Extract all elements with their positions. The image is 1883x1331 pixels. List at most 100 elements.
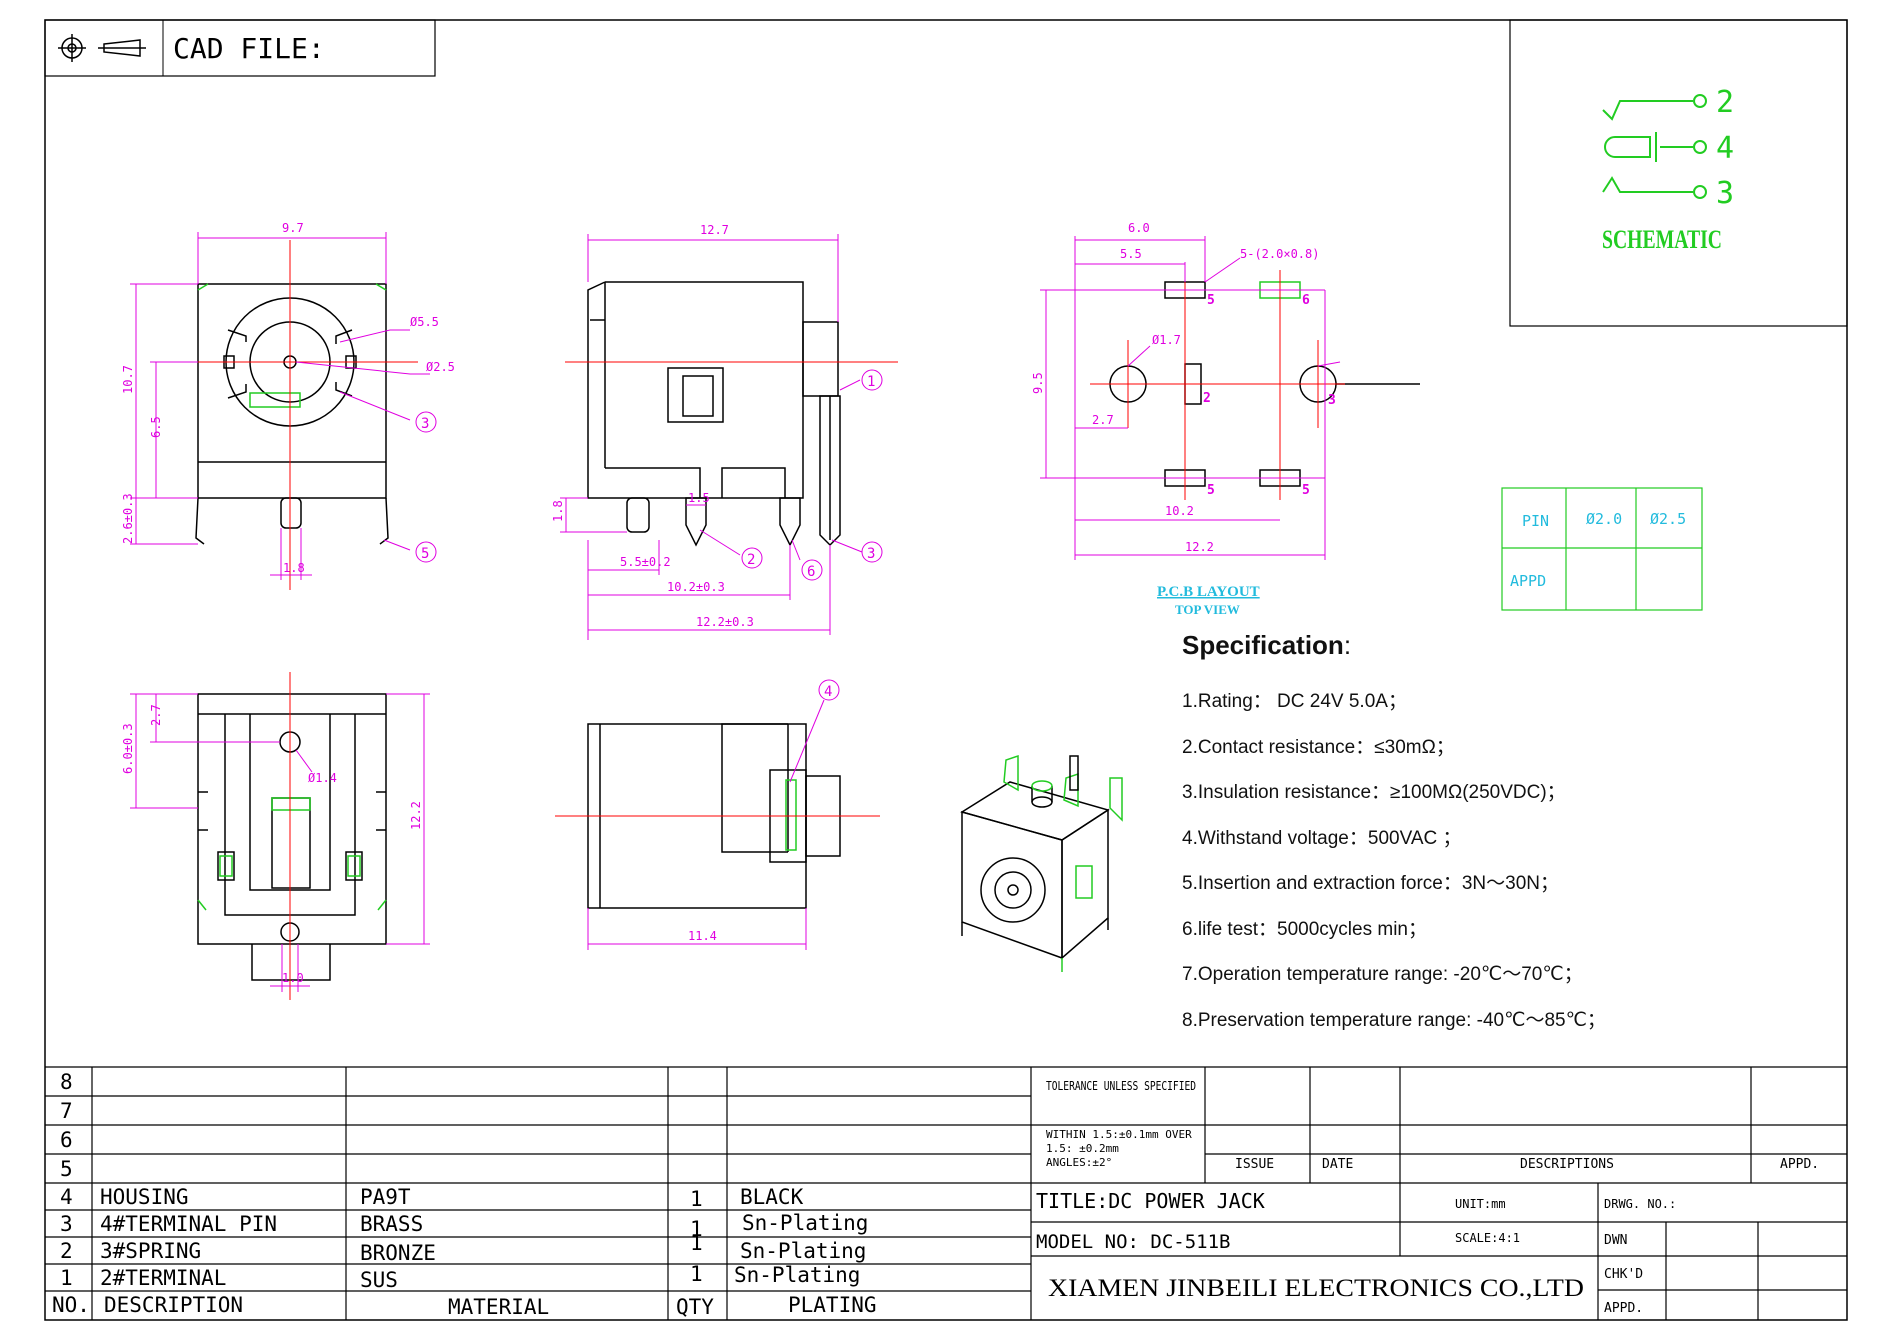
drawing-title: TITLE:DC POWER JACK [1036, 1189, 1265, 1213]
bottom-view [197, 693, 387, 981]
tolerance-title: TOLERANCE UNLESS SPECIFIED [1046, 1079, 1196, 1093]
front-dim-width: 9.7 [282, 221, 304, 235]
side-dim-width: 12.7 [700, 223, 729, 237]
callout-5-front: 5 [415, 541, 437, 563]
bom-row-3-material: BRASS [360, 1212, 423, 1236]
spec-item: 6.life test：5000cycles min； [1182, 918, 1427, 940]
sheet-border [44, 19, 1848, 1321]
bottom-dim-27: 2.7 [149, 704, 163, 726]
svg-text:5: 5 [1207, 293, 1215, 308]
bom-row-4-desc: HOUSING [100, 1185, 189, 1209]
bom-row-3-desc: 4#TERMINAL PIN [100, 1212, 277, 1236]
chkd-label: CHK'D [1604, 1267, 1643, 1282]
svg-text:5: 5 [421, 546, 429, 562]
isometric-view [960, 754, 1123, 972]
date-header: DATE [1322, 1157, 1353, 1172]
svg-text:8: 8 [60, 1070, 73, 1094]
callout-3-front: 3 [415, 411, 437, 433]
appd-header: APPD. [1780, 1157, 1819, 1172]
dwn-label: DWN [1604, 1233, 1627, 1248]
bom-header-material: MATERIAL [448, 1295, 549, 1319]
front-dim-d1: Ø5.5 [410, 315, 439, 329]
bom-table [45, 1066, 1847, 1320]
specification-title: Specification: [1182, 630, 1352, 660]
side-dim-102: 10.2±0.3 [667, 580, 725, 594]
svg-text:6: 6 [807, 564, 815, 580]
front-dim-h2: 6.5 [149, 416, 163, 438]
pin-table-appd: APPD [1510, 572, 1546, 590]
svg-text:7: 7 [60, 1099, 73, 1123]
pcb-dim-hole: Ø1.7 [1152, 333, 1181, 347]
rear-dim-114: 11.4 [688, 929, 717, 943]
tolerance-line-3: ANGLES:±2° [1046, 1156, 1112, 1169]
bom-header-desc: DESCRIPTION [104, 1293, 243, 1317]
pcb-dim-slot: 5-(2.0×0.8) [1240, 247, 1319, 261]
svg-text:6: 6 [60, 1128, 73, 1152]
schematic-pin-3: 3 [1716, 176, 1734, 211]
pin-table-d2: Ø2.5 [1650, 510, 1686, 528]
pcb-dim-102: 10.2 [1165, 504, 1194, 518]
schematic-label: SCHEMATIC [1602, 225, 1722, 254]
pcb-dim-122: 12.2 [1185, 540, 1214, 554]
bom-header-no: NO. [52, 1293, 90, 1317]
bom-row-1-desc: 2#TERMINAL [100, 1266, 226, 1290]
front-dim-pin: 1.8 [283, 561, 305, 575]
bom-row-4-qty: 1 [690, 1187, 703, 1211]
bom-row-2-desc: 3#SPRING [100, 1239, 201, 1263]
callout-1-side: 1 [861, 369, 883, 391]
svg-text:3: 3 [1328, 393, 1336, 408]
title-block [1031, 1067, 1847, 1320]
spec-item: 2.Contact resistance：≤30mΩ； [1182, 736, 1455, 758]
bom-row-3-qty: 1 [690, 1217, 703, 1241]
front-view-dims [130, 232, 430, 580]
bom-row-2-plating: Sn-Plating [740, 1239, 866, 1263]
bom-header-qty: QTY [676, 1295, 714, 1319]
pin-table-pin: PIN [1522, 512, 1549, 530]
side-dim-55: 5.5±0.2 [620, 555, 671, 569]
callout-4-rear: 4 [818, 679, 840, 701]
pcb-centerlines [1090, 270, 1345, 500]
bottom-dim-122: 12.2 [409, 801, 423, 830]
svg-text:2: 2 [1203, 391, 1211, 406]
side-dim-15: 1.5 [688, 491, 710, 505]
svg-text:5: 5 [1302, 483, 1310, 498]
side-dim-122: 12.2±0.3 [696, 615, 754, 629]
pcb-dim-27: 2.7 [1092, 413, 1114, 427]
title-block-text: TOLERANCE UNLESS SPECIFIED WITHIN 1.5:±0… [1036, 1079, 1819, 1316]
pcb-layout-title: P.C.B LAYOUT [1157, 584, 1260, 600]
bom-row-4-material: PA9T [360, 1185, 411, 1209]
bom-row-2-no: 2 [60, 1239, 73, 1263]
spec-item: 7.Operation temperature range: -20℃～70℃； [1182, 964, 1583, 985]
svg-text:3: 3 [421, 416, 429, 432]
svg-text:2: 2 [747, 552, 755, 568]
tolerance-line-1: WITHIN 1.5:±0.1mm OVER [1046, 1128, 1192, 1141]
spec-item: 3.Insulation resistance：≥100MΩ(250VDC)； [1182, 782, 1566, 803]
bottom-dim-hole: Ø1.4 [308, 771, 337, 785]
pcb-pin-numbers: 5 6 2 3 5 5 [1203, 293, 1336, 498]
front-dim-h3: 2.6±0.3 [121, 493, 135, 544]
spec-item: 5.Insertion and extraction force：3N～30N； [1182, 873, 1560, 894]
appd-label: APPD. [1604, 1301, 1643, 1316]
issue-header: ISSUE [1235, 1157, 1274, 1172]
cad-file-label: CAD FILE: [173, 32, 325, 65]
pin-table [1501, 487, 1703, 611]
pcb-dim-95: 9.5 [1031, 372, 1045, 394]
specification-block: Specification: 1.Rating： DC 24V 5.0A； 2.… [1182, 630, 1832, 1043]
model-number: MODEL NO: DC-511B [1036, 1231, 1230, 1253]
bom-row-4-no: 4 [60, 1185, 73, 1209]
svg-text:1: 1 [867, 374, 875, 390]
spec-item: 8.Preservation temperature range: -40℃～8… [1182, 1009, 1606, 1031]
side-dim-pin-h: 1.8 [551, 500, 565, 522]
company-name: XIAMEN JINBEILI ELECTRONICS CO.,LTD [1048, 1275, 1584, 1302]
scale: SCALE:4:1 [1455, 1231, 1520, 1245]
svg-text:3: 3 [867, 546, 875, 562]
bottom-dim-10: 1.0 [282, 971, 304, 985]
spec-item: 4.Withstand voltage：500VAC ； [1182, 827, 1462, 849]
bom-row-4-plating: BLACK [740, 1185, 804, 1209]
bottom-dim-60: 6.0±0.3 [121, 723, 135, 774]
cad-header: CAD FILE: [44, 19, 436, 77]
bom-header-plating: PLATING [788, 1293, 877, 1317]
front-view-centerlines [176, 240, 418, 590]
bom-row-2-material: BRONZE [360, 1241, 436, 1265]
schematic: 2 4 3 SCHEMATIC [1509, 19, 1848, 327]
